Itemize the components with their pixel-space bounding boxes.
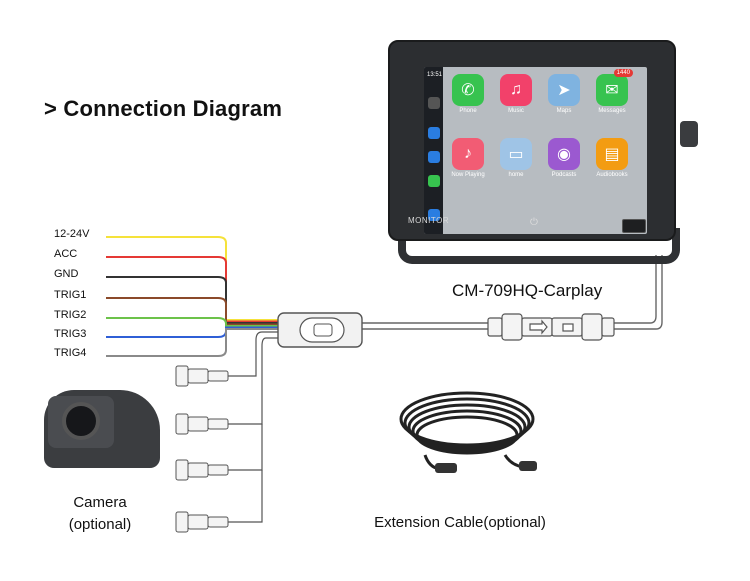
wire-gnd <box>106 276 280 324</box>
app-label: home <box>508 172 524 178</box>
app-label: Audiobooks <box>596 172 628 178</box>
camera-caption-line1: Camera <box>73 494 127 511</box>
phone-icon: ✆ <box>452 74 484 106</box>
status-time: 13:51 <box>427 72 443 78</box>
camera-connector <box>175 459 229 481</box>
camera-connector <box>175 365 229 387</box>
wire-label: TRIG1 <box>54 289 87 301</box>
camera-connector <box>175 413 229 435</box>
app-audiobooks[interactable]: ▤ Audiobooks <box>592 138 632 178</box>
car-icon: ▭ <box>500 138 532 170</box>
camera-lens-icon <box>62 402 100 440</box>
app-label: Phone <box>459 108 477 114</box>
app-now-playing[interactable]: ♪ Now Playing <box>448 138 488 178</box>
page-title: > Connection Diagram <box>44 96 283 121</box>
wire-trig1 <box>106 297 280 326</box>
carplay-dock: 13:51 <box>424 67 443 234</box>
model-label: CM-709HQ-Carplay <box>452 281 603 300</box>
camera-connectors <box>175 365 229 533</box>
extension-caption: Extension Cable(optional) <box>374 514 546 531</box>
grid-dock-icon[interactable] <box>428 209 440 221</box>
harness-box <box>277 312 363 348</box>
app-label: Maps <box>556 108 572 114</box>
wire-label: TRIG2 <box>54 309 87 321</box>
app-label: Messages <box>598 108 626 114</box>
app-label: Music <box>508 108 524 114</box>
podcasts-icon: ◉ <box>548 138 580 170</box>
wire-label: TRIG4 <box>54 347 87 359</box>
messages-icon: ✉1440 <box>596 69 633 106</box>
app-label: Now Playing <box>451 172 485 178</box>
camera-image <box>40 384 164 476</box>
camera-caption-line2: (optional) <box>68 516 132 533</box>
maps-icon: ➤ <box>548 74 580 106</box>
monitor-brand: MONITOR <box>408 216 450 225</box>
app-music[interactable]: ♫ Music <box>496 74 536 114</box>
main-cable <box>360 255 663 330</box>
camera-caption: Camera (optional) <box>55 492 145 536</box>
kodi-dock-icon[interactable] <box>428 151 440 163</box>
app-label: Podcasts <box>551 172 577 178</box>
network-icon <box>428 97 440 109</box>
app-phone[interactable]: ✆ Phone <box>448 74 488 114</box>
app-podcasts[interactable]: ◉ Podcasts <box>544 138 584 178</box>
power-icon[interactable]: ⏻ <box>530 217 538 228</box>
wire-acc <box>106 256 280 323</box>
mount-knob <box>680 121 698 147</box>
wire-label: 12-24V <box>54 228 90 240</box>
app-maps[interactable]: ➤ Maps <box>544 74 584 114</box>
phone-dock-icon[interactable] <box>428 175 440 187</box>
audiobooks-icon: ▤ <box>596 138 628 170</box>
inline-connector <box>487 313 615 341</box>
monitor-bracket <box>398 228 680 264</box>
music-icon: ♫ <box>500 74 532 106</box>
wire-trig2 <box>106 317 280 327</box>
extension-cable-image <box>399 391 537 473</box>
maps-dock-icon[interactable] <box>428 127 440 139</box>
camera-connector <box>175 511 229 533</box>
power-wires <box>106 236 280 357</box>
wire-12-24v <box>106 236 280 321</box>
app-home[interactable]: ▭ home <box>496 138 536 178</box>
wire-label: TRIG3 <box>54 328 87 340</box>
wire-trig4 <box>106 328 280 357</box>
wire-label: ACC <box>54 248 78 260</box>
notification-badge: 1440 <box>613 69 633 77</box>
menu-button[interactable] <box>622 219 646 233</box>
camera-branches <box>228 331 278 523</box>
wire-label: GND <box>54 268 79 280</box>
now-playing-icon: ♪ <box>452 138 484 170</box>
